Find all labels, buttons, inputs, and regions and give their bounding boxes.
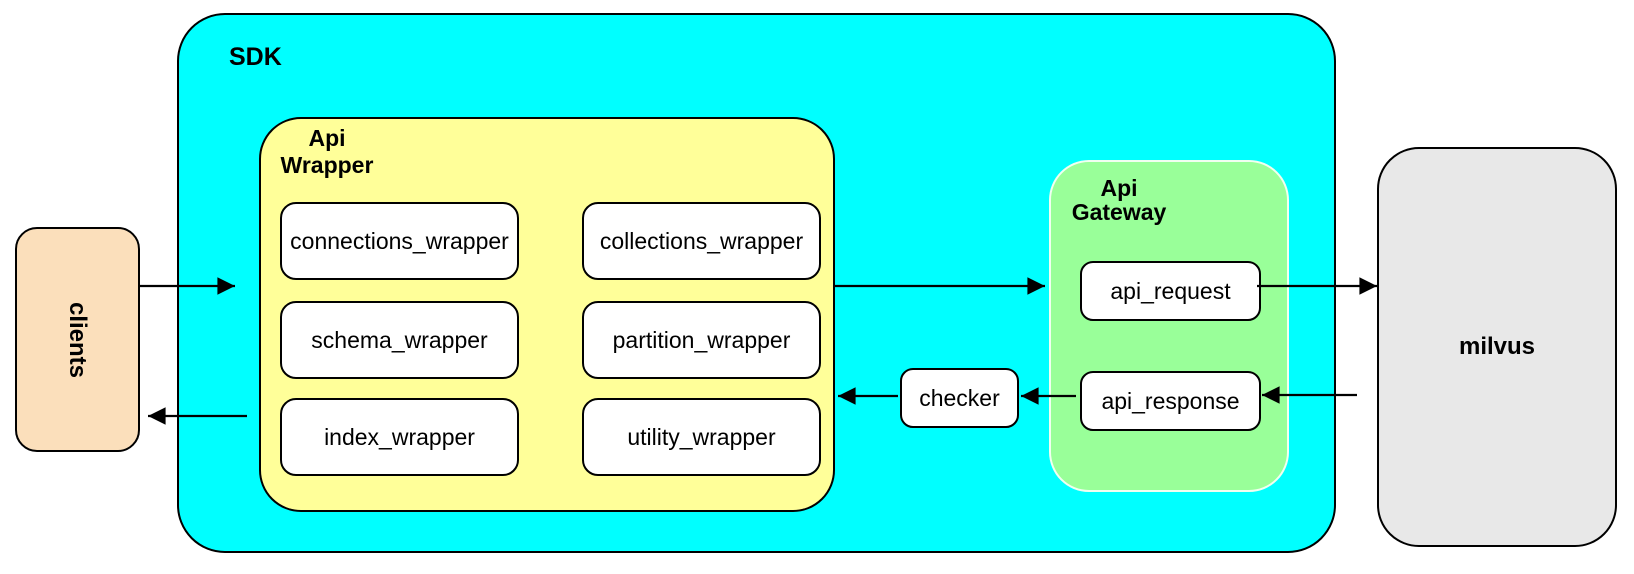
checker-node: checker: [900, 368, 1019, 428]
milvus-label: milvus: [1458, 333, 1536, 360]
wrapper-box-index: index_wrapper: [280, 398, 519, 476]
api-request-node: api_request: [1080, 261, 1261, 321]
wrapper-box-collections-label: collections_wrapper: [599, 227, 804, 254]
api-response-label: api_response: [1101, 387, 1240, 414]
wrapper-box-partition: partition_wrapper: [582, 301, 821, 379]
wrapper-box-index-label: index_wrapper: [324, 423, 475, 450]
api-wrapper-container: Api Wrapper connections_wrapper collecti…: [259, 117, 835, 512]
wrapper-box-partition-label: partition_wrapper: [612, 326, 791, 353]
wrapper-box-connections-label: connections_wrapper: [290, 227, 509, 254]
api-wrapper-label-line1: Api: [308, 125, 346, 151]
api-response-node: api_response: [1080, 371, 1261, 431]
wrapper-box-utility: utility_wrapper: [582, 398, 821, 476]
wrapper-box-schema: schema_wrapper: [280, 301, 519, 379]
checker-label: checker: [919, 384, 1000, 411]
api-wrapper-label-line2: Wrapper: [280, 152, 374, 178]
api-request-label: api_request: [1110, 277, 1231, 304]
wrapper-box-schema-label: schema_wrapper: [311, 326, 488, 353]
wrapper-box-collections: collections_wrapper: [582, 202, 821, 280]
api-wrapper-label: Api Wrapper: [261, 125, 393, 179]
sdk-label: SDK: [229, 43, 282, 71]
clients-label: clients: [64, 301, 92, 378]
api-gateway-container: Api Gateway api_request api_response: [1049, 160, 1289, 492]
api-gateway-label-line1: Api: [1100, 175, 1138, 201]
api-gateway-label-line2: Gateway: [1071, 199, 1167, 225]
wrapper-box-connections: connections_wrapper: [280, 202, 519, 280]
api-gateway-label: Api Gateway: [1051, 176, 1187, 224]
clients-node: clients: [15, 227, 140, 452]
sdk-container: SDK Api Wrapper connections_wrapper coll…: [177, 13, 1336, 553]
milvus-node: milvus: [1377, 147, 1617, 547]
wrapper-box-utility-label: utility_wrapper: [627, 423, 776, 450]
